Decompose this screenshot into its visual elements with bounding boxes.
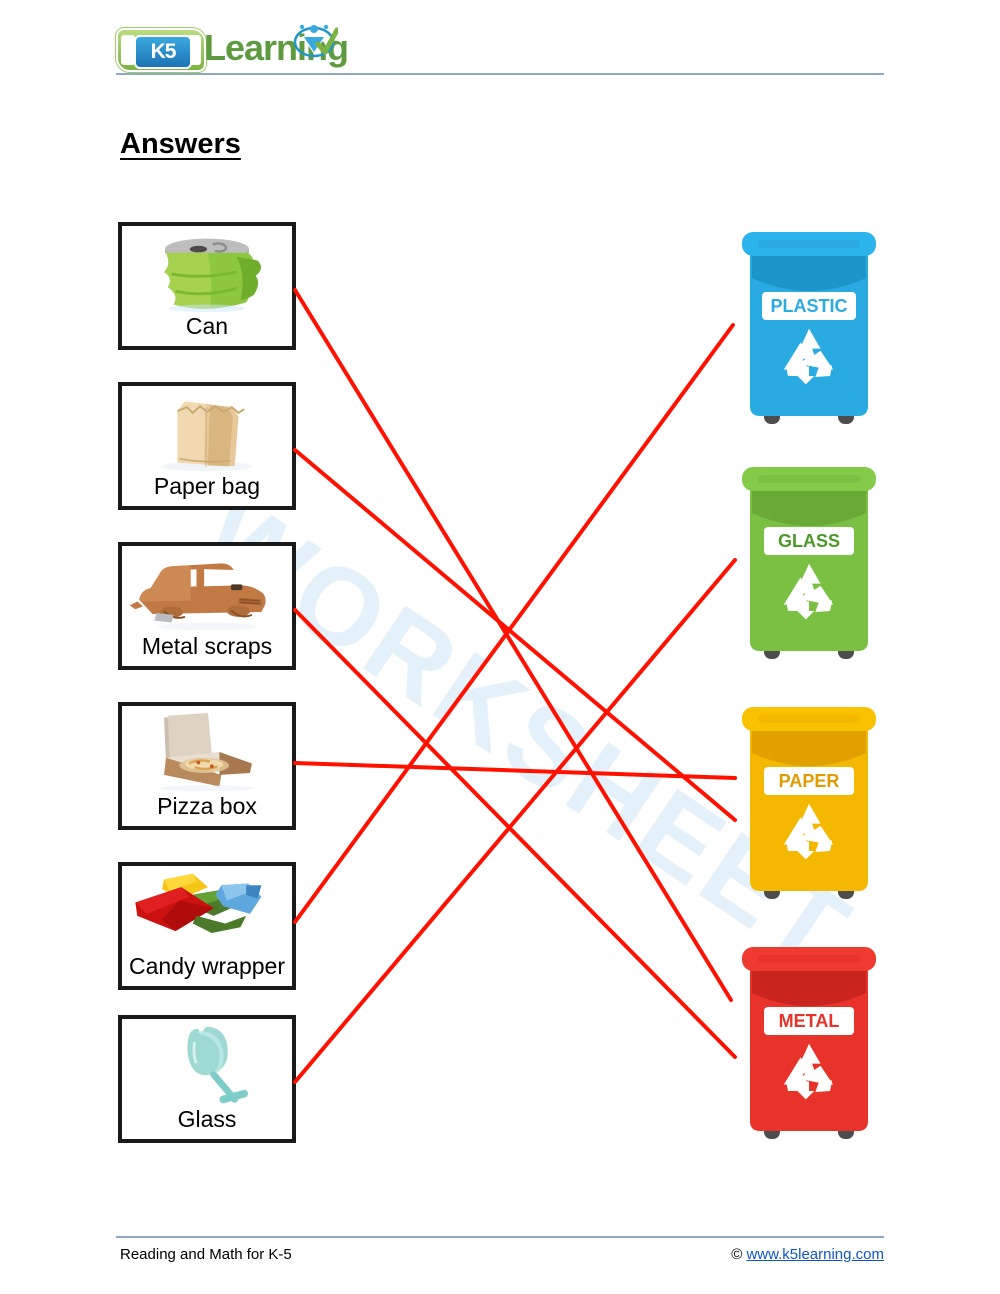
- bin-label-text: METAL: [779, 1011, 840, 1031]
- footer-divider: [116, 1236, 884, 1238]
- bin-label-text: GLASS: [778, 531, 840, 551]
- recycle-bin-icon: PLASTIC: [742, 232, 876, 424]
- bin-paper[interactable]: PAPER: [728, 701, 888, 916]
- k5-book-icon: K5: [116, 28, 206, 72]
- bin-glass[interactable]: GLASS: [728, 461, 888, 676]
- item-card-candy-wrapper[interactable]: Candy wrapper: [118, 862, 296, 990]
- item-label: Metal scraps: [141, 633, 273, 659]
- k5learning-link[interactable]: www.k5learning.com: [746, 1246, 884, 1263]
- item-card-can[interactable]: Can: [118, 222, 296, 350]
- paper-grocery-bag-icon: [161, 401, 253, 472]
- recycle-bin-icon: METAL: [742, 947, 876, 1139]
- candy-wrappers-icon: [135, 873, 262, 934]
- bin-metal[interactable]: METAL: [728, 941, 888, 1156]
- item-card-pizza-box[interactable]: Pizza box: [118, 702, 296, 830]
- header-divider: [116, 73, 884, 75]
- page-title: Answers: [120, 128, 241, 160]
- rusted-car-body-icon: [129, 563, 266, 631]
- item-label: Pizza box: [157, 793, 257, 819]
- answer-line-paper-bag-to-paper: [293, 448, 737, 822]
- k5-badge-label: K5: [134, 35, 192, 69]
- item-label: Paper bag: [153, 473, 261, 499]
- answer-line-can-to-metal: [293, 288, 733, 1002]
- footer-credit: Reading and Math for K-5: [120, 1246, 292, 1263]
- book-page-left-icon: [121, 35, 135, 65]
- item-card-paper-bag[interactable]: Paper bag: [118, 382, 296, 510]
- footer-copyright: © www.k5learning.com: [731, 1246, 884, 1263]
- answer-line-metal-scraps-to-glass: [293, 608, 737, 1059]
- logo-swoosh-icon: [293, 24, 338, 58]
- recycle-bin-icon: PAPER: [742, 707, 876, 899]
- crushed-aluminum-can-icon: [164, 238, 262, 313]
- answer-line-candy-wrapper-to-plastic: [293, 323, 735, 924]
- item-label: Glass: [177, 1106, 237, 1132]
- answer-line-glass-to-glass: [293, 558, 737, 1084]
- page-header: K5 Learning: [0, 0, 1000, 80]
- k5-learning-logo-icon: K5 Learning: [116, 22, 356, 72]
- item-label: Candy wrapper: [129, 953, 285, 979]
- glass-goblet-icon: [187, 1026, 249, 1104]
- recycle-bin-icon: GLASS: [742, 467, 876, 659]
- item-card-metal-scraps[interactable]: Metal scraps: [118, 542, 296, 670]
- open-pizza-box-icon: [159, 712, 255, 792]
- item-label: Can: [185, 313, 229, 339]
- copyright-symbol: ©: [731, 1246, 743, 1263]
- item-card-glass[interactable]: Glass: [118, 1015, 296, 1143]
- bin-label-text: PLASTIC: [770, 296, 847, 316]
- bin-label-text: PAPER: [779, 771, 840, 791]
- answer-line-pizza-box-to-paper: [293, 761, 737, 780]
- bin-plastic[interactable]: PLASTIC: [728, 226, 888, 441]
